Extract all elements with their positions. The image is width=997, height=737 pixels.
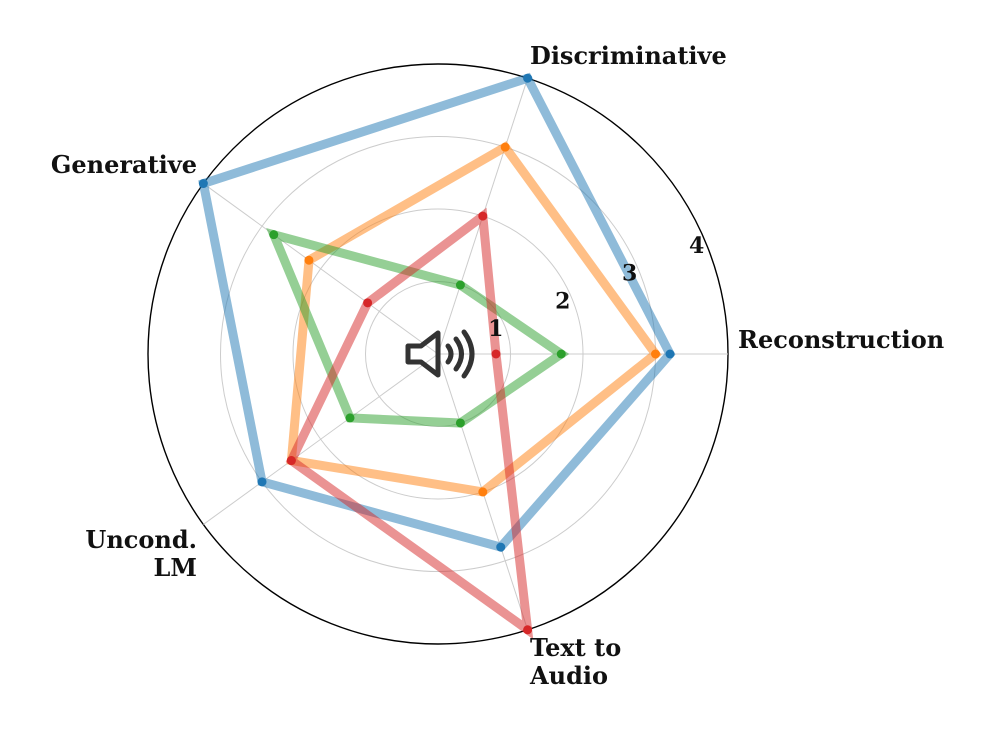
data-point <box>257 477 267 487</box>
tick-label: 4 <box>689 233 704 259</box>
series-line <box>286 141 662 497</box>
data-point <box>665 349 675 359</box>
speaker-icon <box>405 329 475 379</box>
axis-label: Generative <box>51 150 197 179</box>
axis-label: Discriminative <box>530 41 727 70</box>
series-1 <box>198 72 676 553</box>
data-point <box>651 349 660 359</box>
data-point <box>491 349 501 359</box>
series-line <box>266 227 570 428</box>
axis-label-line: Reconstruction <box>738 325 944 354</box>
axis-label-line: LM <box>154 553 197 582</box>
tick-label: 2 <box>555 288 570 314</box>
grid-spoke <box>203 183 439 355</box>
data-point <box>496 542 506 552</box>
axis-label-line: Audio <box>529 661 608 690</box>
series-3 <box>266 227 570 428</box>
tick-label: 3 <box>622 261 637 287</box>
axis-label: Uncond.LM <box>85 525 197 582</box>
grid-spoke <box>203 353 439 525</box>
tick-label: 1 <box>488 316 503 342</box>
data-point <box>363 298 373 308</box>
axis-label: Reconstruction <box>738 325 944 354</box>
data-point <box>500 142 510 152</box>
series-2 <box>286 141 662 497</box>
data-point <box>478 211 488 221</box>
axis-label-line: Discriminative <box>530 41 727 70</box>
data-point <box>455 418 465 428</box>
data-point <box>304 255 314 265</box>
data-point <box>455 280 465 290</box>
data-point <box>198 179 208 189</box>
data-point <box>523 625 533 635</box>
data-point <box>286 456 296 466</box>
tick-labels: 1 2 3 4 <box>488 233 704 342</box>
series-line <box>198 72 676 553</box>
series-layer <box>198 72 676 640</box>
data-point <box>345 413 355 423</box>
axis-label-line: Generative <box>51 150 197 179</box>
series-4 <box>285 207 534 640</box>
axis-label-line: Text to <box>530 633 621 662</box>
axis-labels: Reconstruction DiscriminativeGenerativeUn… <box>51 41 944 690</box>
data-point <box>478 487 488 497</box>
data-point <box>523 73 533 83</box>
series-line <box>285 207 534 640</box>
axis-label-line: Uncond. <box>85 525 197 554</box>
data-point <box>269 230 279 240</box>
data-point <box>556 349 566 359</box>
